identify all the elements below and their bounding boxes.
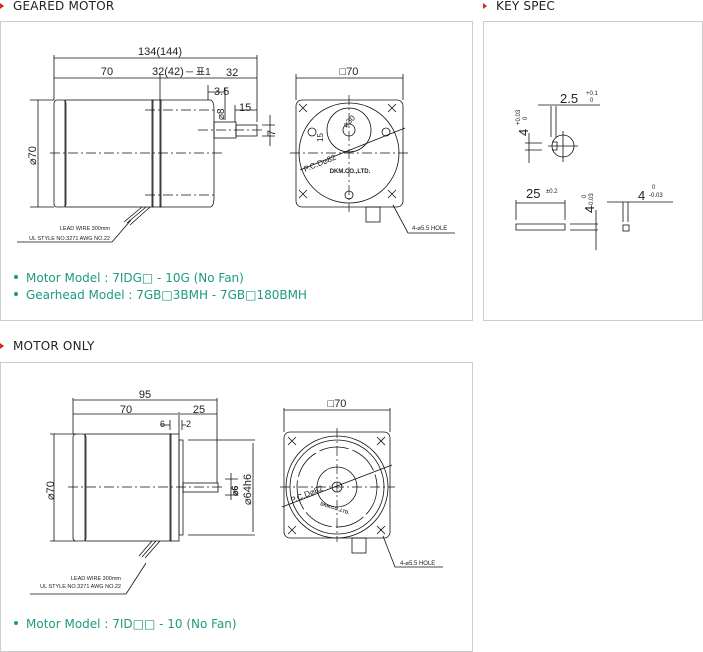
section-heading-key-spec: KEY SPEC (483, 0, 555, 13)
bullet-gearhead-model: Gearhead Model : 7GB□3BMH - 7GB□180BMH (14, 288, 307, 302)
heading-text: MOTOR ONLY (13, 339, 95, 353)
bullet-motor-only-model: Motor Model : 7ID□□ - 10 (No Fan) (14, 617, 237, 631)
section-heading-motor-only: MOTOR ONLY (0, 339, 95, 353)
key-thickness-tol-up: 0 (652, 185, 656, 191)
key-hole-height: 4 (516, 129, 531, 136)
key-length-tol: ±0.2 (546, 189, 558, 195)
lead-wire-spec: UL STYLE NO.3271 AWG NO.22 (29, 236, 110, 242)
brand-label: DKM.CO.,LTD. (330, 169, 371, 175)
motor-side-view: 95 70 25 6 2 ⌀70 ⌀6 ⌀64h6 LEAD WIRE 300m… (30, 389, 255, 595)
lead-wire-note: LEAD WIRE 300mm (60, 226, 111, 232)
key-height-tol-up: 0 (582, 194, 588, 198)
key-height: 4 (582, 206, 597, 213)
dim-hole: 4-⌀5.5 HOLE (400, 561, 435, 567)
geared-front-view: □70 ⌀30 15 P.C.D⌀82 DKM.CO.,LTD. 4-⌀5.5 … (290, 66, 455, 234)
key-hole-tol-up: +0.03 (516, 109, 522, 125)
dim-flat: 7 (266, 130, 278, 136)
dim-shaft-dia: ⌀8 (216, 108, 227, 120)
dim-shaft-len: 25 (193, 404, 205, 416)
key-height-tol-lo: -0.03 (589, 193, 595, 207)
heading-text: KEY SPEC (496, 0, 556, 13)
dim-motor-len: 70 (120, 404, 132, 416)
bullet-motor-model: Motor Model : 7IDG□ - 10G (No Fan) (14, 271, 244, 285)
key-hole-tol-lo: 0 (523, 116, 529, 120)
dim-motor-len: 70 (101, 66, 113, 78)
dim-shaft-dia: ⌀6 (230, 486, 240, 496)
dim-offset: 15 (316, 133, 325, 142)
dim-gear-len: 32(42) (152, 66, 184, 78)
dim-body-dia: ⌀70 (27, 146, 39, 165)
lead-wire-note: LEAD WIRE 300mm (71, 576, 122, 582)
dim-body-dia: ⌀70 (45, 481, 57, 500)
key-thickness-tol-lo: -0.03 (649, 193, 663, 199)
motor-only-panel (0, 362, 473, 652)
section-heading-geared-motor: GEARED MOTOR (0, 0, 114, 13)
dim-gear-suffix: ─ 표1 (185, 67, 211, 78)
key-width: 2.5 (560, 91, 578, 106)
dim-square: □70 (328, 398, 347, 410)
geared-side-view: 134(144) 70 32(42) ─ 표1 32 3.5 15 ⌀8 7 ⌀… (17, 46, 278, 243)
key-thickness: 4 (638, 188, 645, 203)
key-width-tol-lo: 0 (590, 98, 594, 104)
key-width-tol-up: +0.1 (586, 91, 599, 97)
dim-hole: 4-⌀5.5 HOLE (412, 226, 447, 232)
heading-text: GEARED MOTOR (13, 0, 115, 13)
dim-a: 6 (160, 419, 165, 429)
key-length: 25 (526, 186, 540, 201)
dim-overall: 134(144) (138, 46, 182, 58)
lead-wire-spec: UL STYLE NO.3271 AWG NO.22 (40, 584, 121, 590)
dim-shaft-len: 32 (226, 67, 238, 79)
motor-front-view: □70 P.C.D⌀82 DKM.CO.,LTD. 4-⌀5.5 HOLE (280, 398, 443, 568)
dim-key-len: 15 (239, 102, 251, 114)
dim-overall: 95 (139, 389, 151, 401)
dim-square: □70 (340, 66, 359, 78)
dim-step: 3.5 (214, 86, 229, 98)
dim-b: 2 (186, 419, 191, 429)
dim-pilot: ⌀64h6 (242, 474, 254, 505)
brand-label: DKM.CO.,LTD. (320, 501, 350, 515)
